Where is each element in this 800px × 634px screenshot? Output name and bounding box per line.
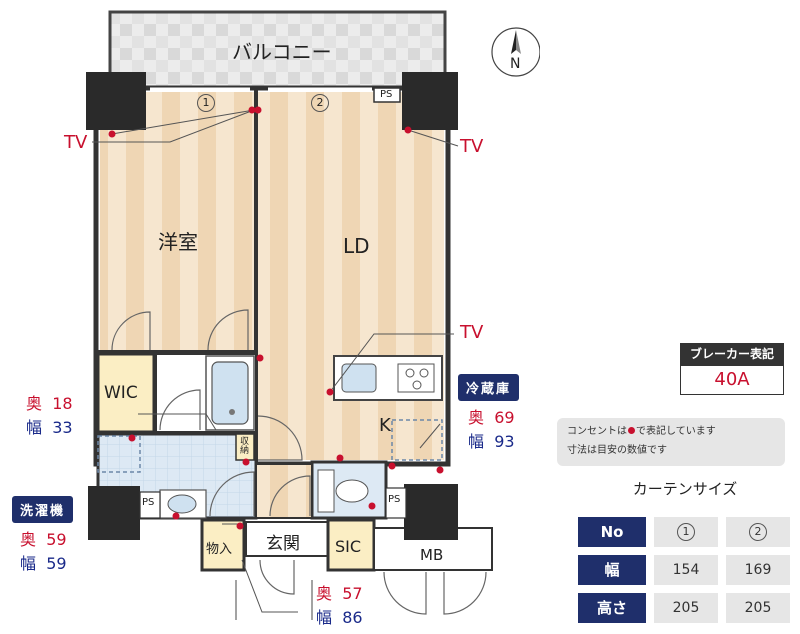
entrance-dimensions: 奥 57 幅 86 [316,584,363,627]
fridge-space [391,419,443,461]
room-monoire-label: 物入 [206,542,233,557]
window-2-label: 2 [311,92,329,113]
note-line2: 寸法は目安の数値です [567,445,667,456]
western-room-floor [100,92,254,350]
tv-label-2: TV [460,136,484,157]
fridge-tag: 冷蔵庫 [458,374,520,401]
tv-label-1: TV [64,132,88,153]
room-genkan-label: 玄関 [266,534,300,554]
room-western-label: 洋室 [158,230,198,254]
room-sic-label: SIC [335,537,362,556]
curtain-header-height: 高さ [578,593,646,623]
washer-tag: 洗濯機 [12,496,74,523]
ps-right-label: PS [388,494,401,505]
structural-pillars [86,72,458,540]
breaker-value: 40A [680,365,784,395]
fridge-dimensions: 奥 69 幅 93 [468,408,515,451]
window-1-label: 1 [197,92,215,113]
monoire-storage [200,518,246,572]
room-ld-label: LD [343,234,370,258]
compass-north-label: N [510,56,521,72]
outlet-markers [108,106,444,530]
wic-room [96,352,156,434]
room-k-label: K [379,415,391,436]
wic-dimensions: 奥 18 幅 33 [26,394,73,437]
ps-top-label: PS [380,89,393,100]
washer-dimensions: 奥 59 幅 59 [20,530,67,573]
note-line1-a: コンセントは [567,426,627,437]
curtain-header-no: No [578,517,646,547]
curtain-height-2: 205 [726,593,790,623]
curtain-height-1: 205 [654,593,718,623]
tv-label-3: TV [460,322,484,343]
ld-room-floor [258,92,444,460]
curtain-col1: 1 [654,517,718,547]
curtain-col2: 2 [726,517,790,547]
curtain-width-1: 154 [654,555,718,585]
storage-shuno-label: 収納 [238,436,248,454]
washer-space [97,435,141,473]
notes-box: コンセントはで表記しています 寸法は目安の数値です [557,418,785,466]
breaker-title: ブレーカー表記 [680,343,784,365]
floor-plan [86,10,540,620]
ps-left-label: PS [142,497,155,508]
room-mb-label: MB [420,546,444,564]
compass-icon [491,27,540,77]
balcony-label: バルコニー [232,40,332,64]
outlet-dot-icon [628,427,635,434]
curtain-width-2: 169 [726,555,790,585]
balcony-area [108,10,447,89]
note-line1-b: で表記しています [636,426,716,437]
genkan-area [245,521,329,557]
room-wic-label: WIC [104,383,138,403]
curtain-header-width: 幅 [578,555,646,585]
mb-box [373,527,493,571]
curtain-title: カーテンサイズ [632,480,738,498]
